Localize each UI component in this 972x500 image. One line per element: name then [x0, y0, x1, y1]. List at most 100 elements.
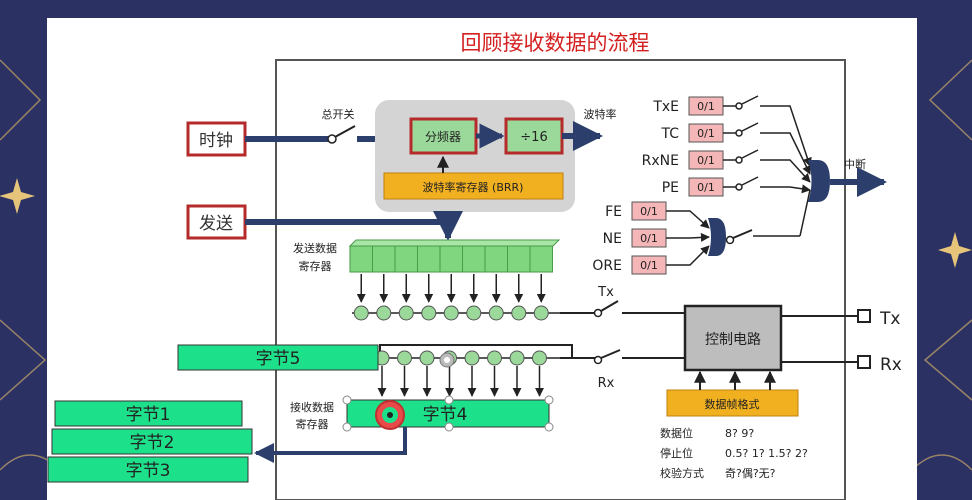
tx-pin-label: Tx	[879, 309, 900, 329]
interrupt-flag-name: TC	[660, 126, 679, 142]
interrupt-flag-to-gate	[760, 105, 812, 167]
rx-feedback-line	[379, 344, 573, 359]
control-circuit-label: 控制电路	[705, 332, 761, 348]
tx-register-label-line1: 发送数据	[293, 241, 337, 255]
slide-title: 回顾接收数据的流程	[461, 31, 650, 55]
tx-switch	[600, 300, 619, 312]
interrupt-flag-name: TxE	[652, 99, 679, 115]
byte2-box: 字节2	[51, 428, 253, 455]
frame-params-list: 数据位 8? 9? 停止位 0.5? 1? 1.5? 2? 校验方式 奇?偶?无…	[660, 426, 808, 480]
interrupt-flag-to-gate	[760, 159, 811, 183]
divider-label: ÷16	[520, 130, 547, 145]
tx-register-top-face	[348, 239, 561, 247]
frame-param-key: 数据位	[660, 426, 693, 440]
frame-param-value: 8? 9?	[725, 427, 754, 440]
byte2-label: 字节2	[130, 433, 175, 453]
tx-shift-node	[443, 305, 459, 321]
error-flag-value: 0/1	[640, 232, 658, 245]
tx-shift-node	[533, 305, 549, 321]
tx-register-cell	[349, 245, 373, 273]
tx-shift-node	[376, 305, 392, 321]
master-switch-contact	[327, 134, 337, 144]
error-flag-to-gate	[666, 210, 710, 229]
interrupt-enable-switch	[741, 176, 759, 186]
byte3-box: 字节3	[47, 456, 249, 483]
byte5-label: 字节5	[256, 349, 301, 369]
error-flag-name: FE	[605, 204, 622, 220]
error-switch	[732, 229, 753, 239]
frame-param-key: 停止位	[660, 446, 693, 460]
tx-shift-node	[353, 305, 369, 321]
rx-pin	[857, 355, 871, 369]
tx-shift-register	[352, 274, 560, 321]
byte5-box: 字节5	[177, 344, 379, 371]
interrupt-or-gate	[808, 160, 830, 202]
tx-register-cell	[417, 245, 441, 273]
interrupt-flag-name: PE	[662, 180, 679, 196]
rx-register-label-line1: 接收数据	[290, 400, 334, 414]
rx-shift-node	[509, 350, 525, 366]
error-flag-to-gate	[666, 245, 710, 266]
error-to-int-line-2	[799, 189, 811, 237]
frame-param-value: 0.5? 1? 1.5? 2?	[725, 447, 808, 460]
byte1-box: 字节1	[54, 400, 243, 427]
byte3-label: 字节3	[126, 461, 171, 481]
interrupt-flag-to-gate	[760, 184, 811, 194]
clock-label: 时钟	[199, 131, 233, 151]
rx-register-label-line2: 寄存器	[296, 417, 329, 431]
tx-register-label-line2: 寄存器	[299, 259, 332, 273]
error-switch-contact	[725, 235, 735, 245]
tx-switch-label: Tx	[597, 285, 614, 300]
error-or-gate	[708, 218, 726, 256]
error-flag-name: NE	[603, 231, 622, 247]
rx-switch	[600, 349, 621, 359]
master-switch	[334, 125, 356, 138]
frame-format-box: 数据帧格式	[666, 389, 799, 417]
rx-shift-register	[372, 350, 560, 397]
tx-register-cell	[439, 245, 463, 273]
rx-shift-node	[532, 350, 547, 366]
tx-shift-node	[398, 305, 414, 321]
tx-register-cell	[507, 245, 531, 273]
rx-switch-label: Rx	[598, 376, 615, 391]
brr-label: 波特率寄存器 (BRR)	[423, 180, 524, 194]
send-input-box: 发送	[186, 204, 247, 240]
sparkle-icon	[0, 178, 972, 268]
baud-output-label: 波特率	[584, 107, 617, 121]
interrupt-enable-contact	[735, 156, 743, 164]
rx-shift-node	[487, 350, 502, 366]
tx-register-cell	[462, 245, 486, 273]
tx-data-register	[348, 239, 561, 273]
control-circuit-box: 控制电路	[683, 304, 783, 372]
tx-shift-node	[421, 305, 437, 321]
brr-box: 波特率寄存器 (BRR)	[383, 172, 564, 200]
clock-input-box: 时钟	[186, 121, 247, 157]
usart-block-outline	[275, 59, 846, 500]
tx-shift-node	[511, 305, 527, 321]
divider-box: ÷16	[504, 117, 564, 155]
rx-output-arrow	[254, 427, 407, 463]
rx-pin-label: Rx	[880, 355, 902, 375]
tx-register-cell	[394, 245, 418, 273]
interrupt-flag-name: RxNE	[642, 153, 679, 169]
interrupt-enable-contact	[735, 129, 743, 137]
prescaler-box: 分频器	[409, 117, 478, 155]
interrupt-enable-switch	[741, 122, 759, 132]
byte4-label: 字节4	[423, 405, 468, 425]
frame-format-label: 数据帧格式	[705, 397, 760, 411]
error-flag-name: ORE	[592, 258, 622, 274]
rotate-handle-icon	[439, 352, 455, 368]
tx-register-cell	[529, 245, 553, 273]
prescaler-label: 分频器	[425, 130, 461, 144]
tx-switch-contact	[593, 308, 603, 318]
interrupt-flag-value: 0/1	[697, 127, 715, 140]
tx-pin	[857, 309, 871, 323]
rx-shift-node	[419, 350, 435, 366]
frame-param-value: 奇?偶?无?	[725, 467, 776, 480]
tx-shift-node	[488, 305, 504, 321]
send-label: 发送	[199, 214, 233, 234]
tx-shift-node	[466, 305, 482, 321]
